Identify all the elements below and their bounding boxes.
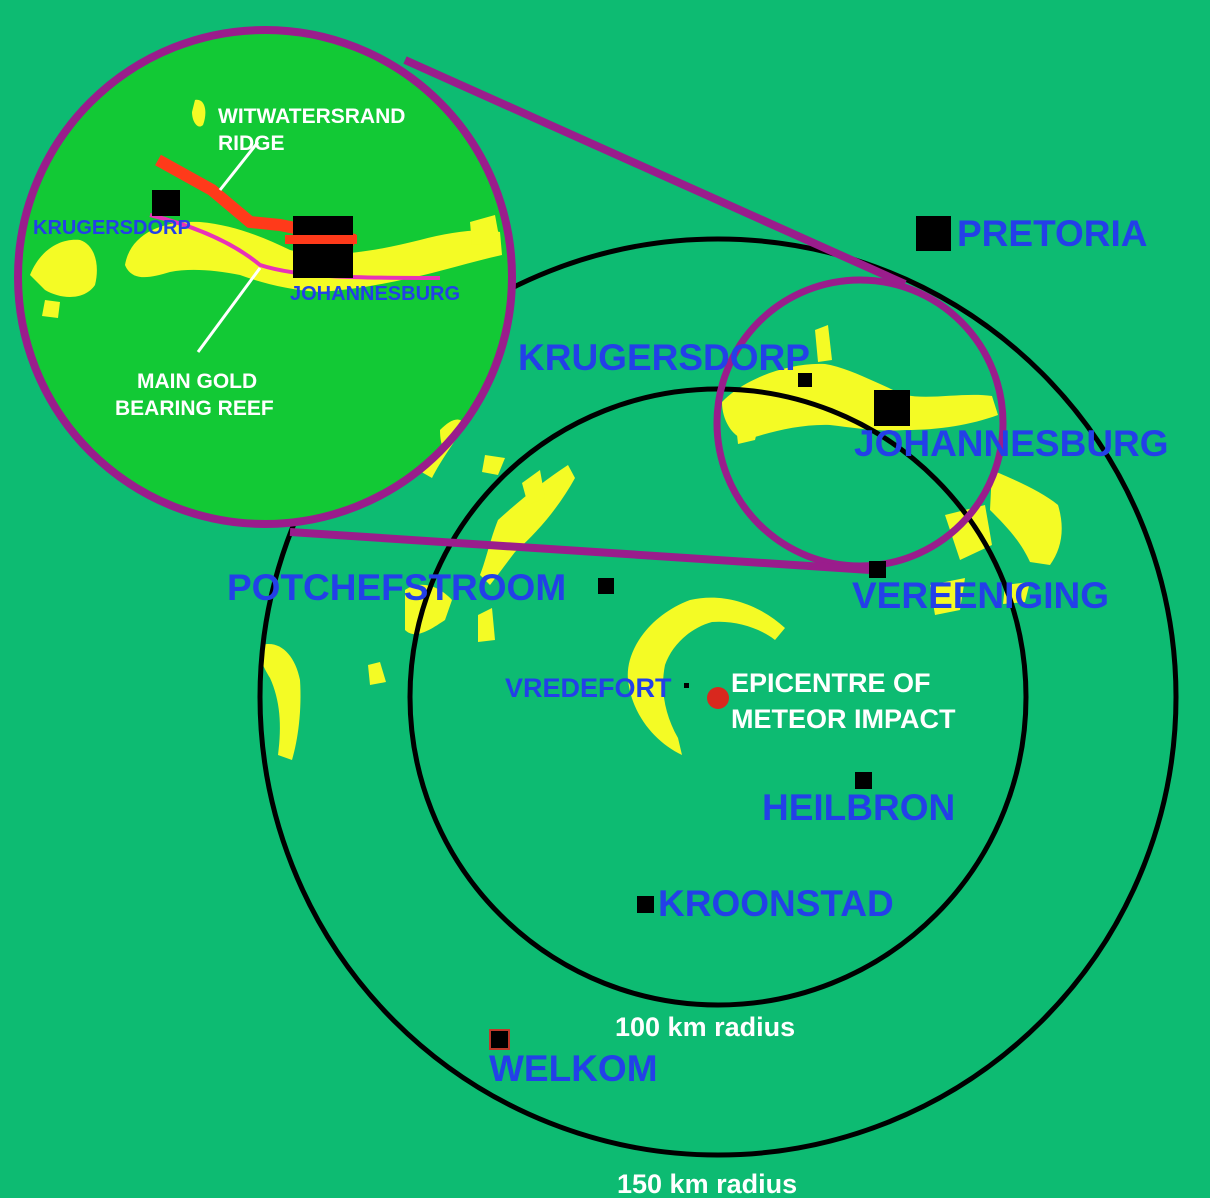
epicentre-dot	[707, 687, 729, 709]
inset-ridge-overlay	[285, 235, 357, 244]
inset-reef-label-line1: MAIN GOLD	[137, 370, 257, 393]
inset-reef-pointer	[196, 267, 262, 353]
label-krugersdorp: KRUGERSDORP	[518, 337, 810, 378]
label-vereeniging: VEREENIGING	[852, 575, 1109, 616]
marker-heilbron	[855, 772, 872, 789]
marker-potchefstroom	[598, 578, 614, 594]
ring-150km	[257, 236, 1179, 1158]
inset-deposit-east	[470, 215, 500, 245]
epicentre-label-line1: EPICENTRE OF	[731, 668, 931, 698]
marker-pretoria	[916, 216, 951, 251]
deposit-nw-2	[482, 455, 505, 475]
inset-deposit-west-2	[42, 300, 60, 318]
ring-100km-label: 100 km radius	[615, 1012, 795, 1042]
inset-ridge-label-line1: WITWATERSRAND	[218, 105, 405, 128]
ring-150km-label: 150 km radius	[617, 1169, 797, 1198]
east-rand-deposit-2	[945, 505, 992, 560]
vredefort-dome-arc	[627, 597, 785, 755]
magnifier-line-bottom	[289, 528, 871, 574]
inset-deposit-west	[30, 239, 97, 297]
inset-ridge-pointer	[218, 141, 260, 191]
epicentre-label-line2: METEOR IMPACT	[731, 704, 956, 734]
inset-label-johannesburg: JOHANNESBURG	[290, 283, 460, 305]
vereeniging-deposit	[930, 578, 965, 615]
marker-welkom	[489, 1029, 510, 1050]
west-rand-deposit	[736, 420, 760, 444]
magnifier-line-top	[403, 56, 907, 288]
deposit-west-arc-2	[522, 470, 545, 505]
label-welkom: WELKOM	[489, 1048, 658, 1089]
label-johannesburg: JOHANNESBURG	[854, 423, 1169, 464]
inset-marker-krugersdorp	[152, 190, 180, 216]
east-rand-deposit	[990, 470, 1062, 565]
inset-deposit-small	[192, 99, 206, 127]
label-pretoria: PRETORIA	[957, 213, 1148, 254]
deposit-west-arc	[480, 465, 575, 585]
city-markers	[598, 216, 951, 913]
witwatersrand-deposit	[722, 363, 998, 440]
inset-ridge-label-line2: RIDGE	[218, 132, 285, 155]
marker-vereeniging	[869, 561, 886, 578]
deposit-far-west	[260, 644, 301, 760]
inset-border	[14, 26, 516, 528]
deposit-potchefstroom-2	[478, 608, 495, 642]
inset-label-krugersdorp: KRUGERSDORP	[33, 217, 191, 239]
inset-main-gold-reef	[149, 213, 441, 280]
label-potchefstroom: POTCHEFSTROOM	[227, 567, 566, 608]
inset-marker-johannesburg	[293, 216, 353, 278]
label-heilbron: HEILBRON	[762, 787, 955, 828]
inset-magnified-view: WITWATERSRAND RIDGE KRUGERSDORP JOHANNES…	[14, 26, 516, 528]
marker-krugersdorp	[798, 373, 812, 387]
inset-reef-label-line2: BEARING REEF	[115, 397, 274, 420]
marker-johannesburg	[874, 390, 910, 426]
krugersdorp-deposit	[815, 325, 832, 362]
deposit-far-west-2	[368, 662, 386, 685]
label-kroonstad: KROONSTAD	[658, 883, 894, 924]
label-vredefort: VREDEFORT	[505, 673, 672, 703]
marker-kroonstad	[637, 896, 654, 913]
marker-vredefort	[684, 683, 689, 688]
